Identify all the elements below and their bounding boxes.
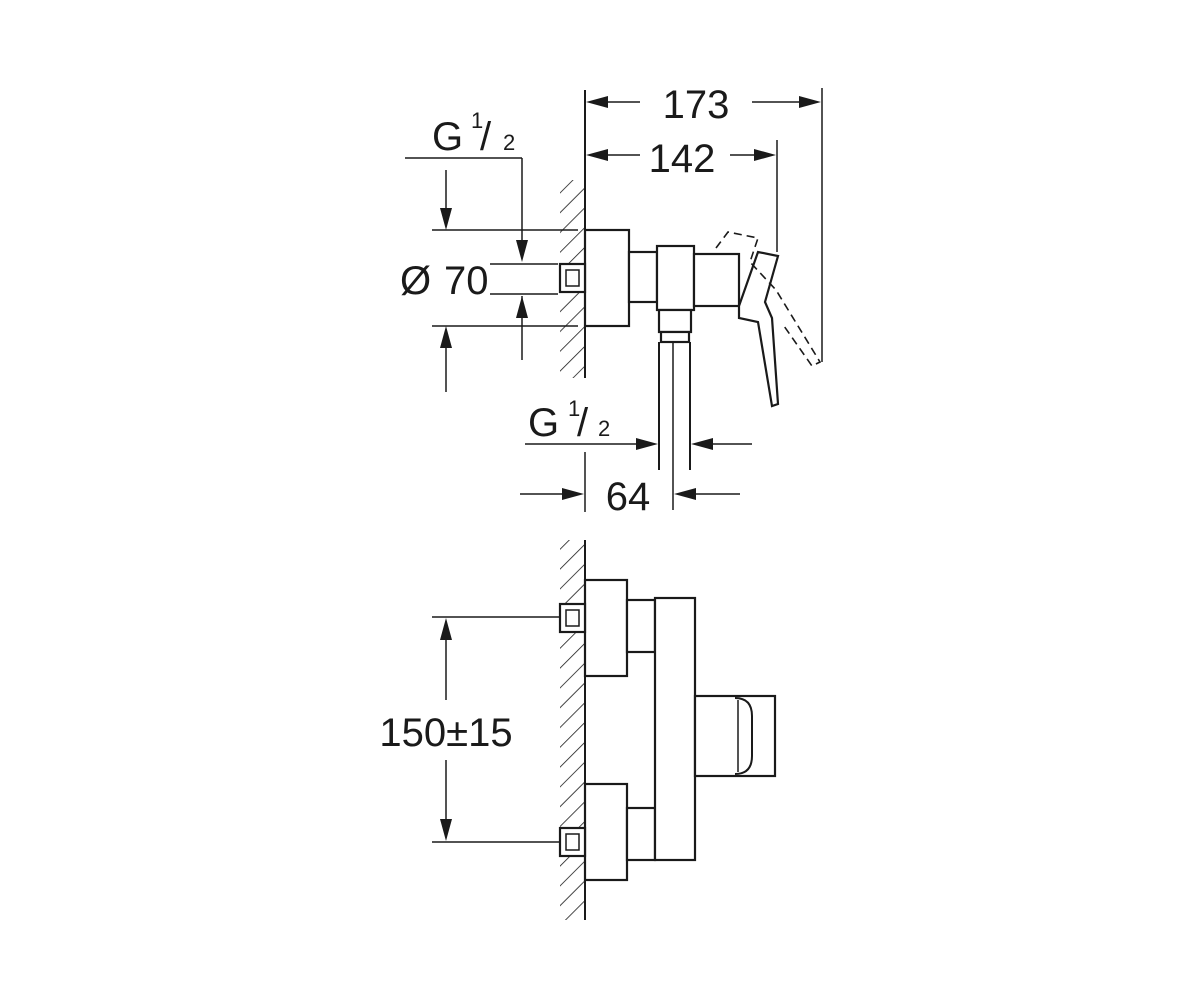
lever-open-position: [715, 231, 822, 368]
lower-inlet-fitting: [558, 826, 587, 858]
inlet-thread-main: G: [432, 115, 463, 159]
dim-outlet-thread: G 1 / 2: [525, 396, 752, 450]
handle-front-curve: [734, 697, 753, 775]
lever-handle: [737, 250, 780, 408]
handle-front: [693, 694, 777, 778]
front-view: 150±15: [379, 540, 777, 920]
wall-hatch-bottom: [560, 540, 585, 920]
dim-outlet-offset: 64: [520, 452, 740, 519]
inlet-fitting: [558, 262, 587, 294]
body-depth-label: 142: [649, 137, 716, 181]
upper-escutcheon: [583, 578, 629, 678]
upper-inlet-inner: [565, 609, 580, 627]
diameter-symbol: Ø: [400, 259, 431, 303]
lower-escutcheon: [583, 782, 629, 882]
outlet-thread-sup: 1: [568, 396, 580, 421]
outlet-offset-label: 64: [606, 475, 651, 519]
inlet-spacing-label: 150±15: [379, 711, 512, 755]
mixer-body: [653, 596, 697, 862]
dim-overall-depth: 173: [586, 83, 823, 362]
lower-inlet-inner: [565, 833, 580, 851]
valve-block: [655, 244, 696, 312]
inlet-thread-sup: 1: [471, 108, 483, 133]
dim-body-depth: 142: [586, 137, 778, 252]
diameter-value: 70: [444, 259, 489, 303]
lower-connector: [625, 806, 657, 862]
handle-base: [692, 252, 741, 308]
inlet-fitting-inner: [565, 269, 580, 287]
outlet-thread-main: G: [528, 401, 559, 445]
inlet-thread-sub: 2: [503, 130, 515, 155]
outlet-thread-slash: /: [577, 401, 589, 445]
escutcheon: [583, 228, 631, 328]
connector-pipe: [627, 250, 659, 304]
outlet-nut: [659, 330, 691, 344]
dim-rosette-diameter: Ø 70: [400, 170, 578, 392]
upper-connector: [625, 598, 657, 654]
upper-inlet-fitting: [558, 602, 587, 634]
dim-inlet-spacing: 150±15: [379, 616, 560, 843]
inlet-thread-slash: /: [480, 115, 492, 159]
overall-depth-label: 173: [663, 83, 730, 127]
outlet-thread-sub: 2: [598, 416, 610, 441]
outlet-collar: [657, 308, 693, 334]
dim-inlet-thread: G 1 / 2: [405, 108, 528, 360]
side-view: 173 142 G 1 / 2: [400, 83, 823, 519]
